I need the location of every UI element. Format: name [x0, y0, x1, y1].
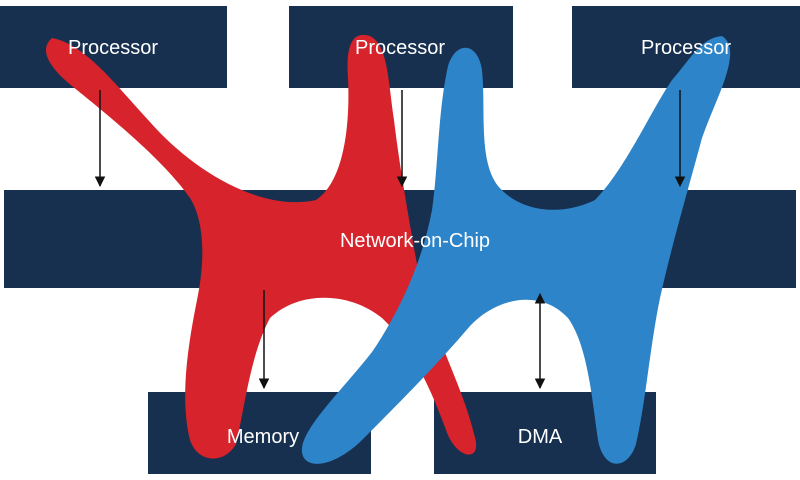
- processor-left-block: [0, 6, 227, 88]
- red-region: [45, 34, 477, 459]
- processor-right-label: Processor: [641, 37, 731, 59]
- network-label: Network-on-Chip: [340, 230, 490, 252]
- dma-label: DMA: [518, 426, 563, 448]
- blue-region: [301, 36, 731, 464]
- processor-center-label: Processor: [355, 37, 445, 59]
- processor-left-label: Processor: [68, 37, 158, 59]
- memory-label: Memory: [227, 426, 299, 448]
